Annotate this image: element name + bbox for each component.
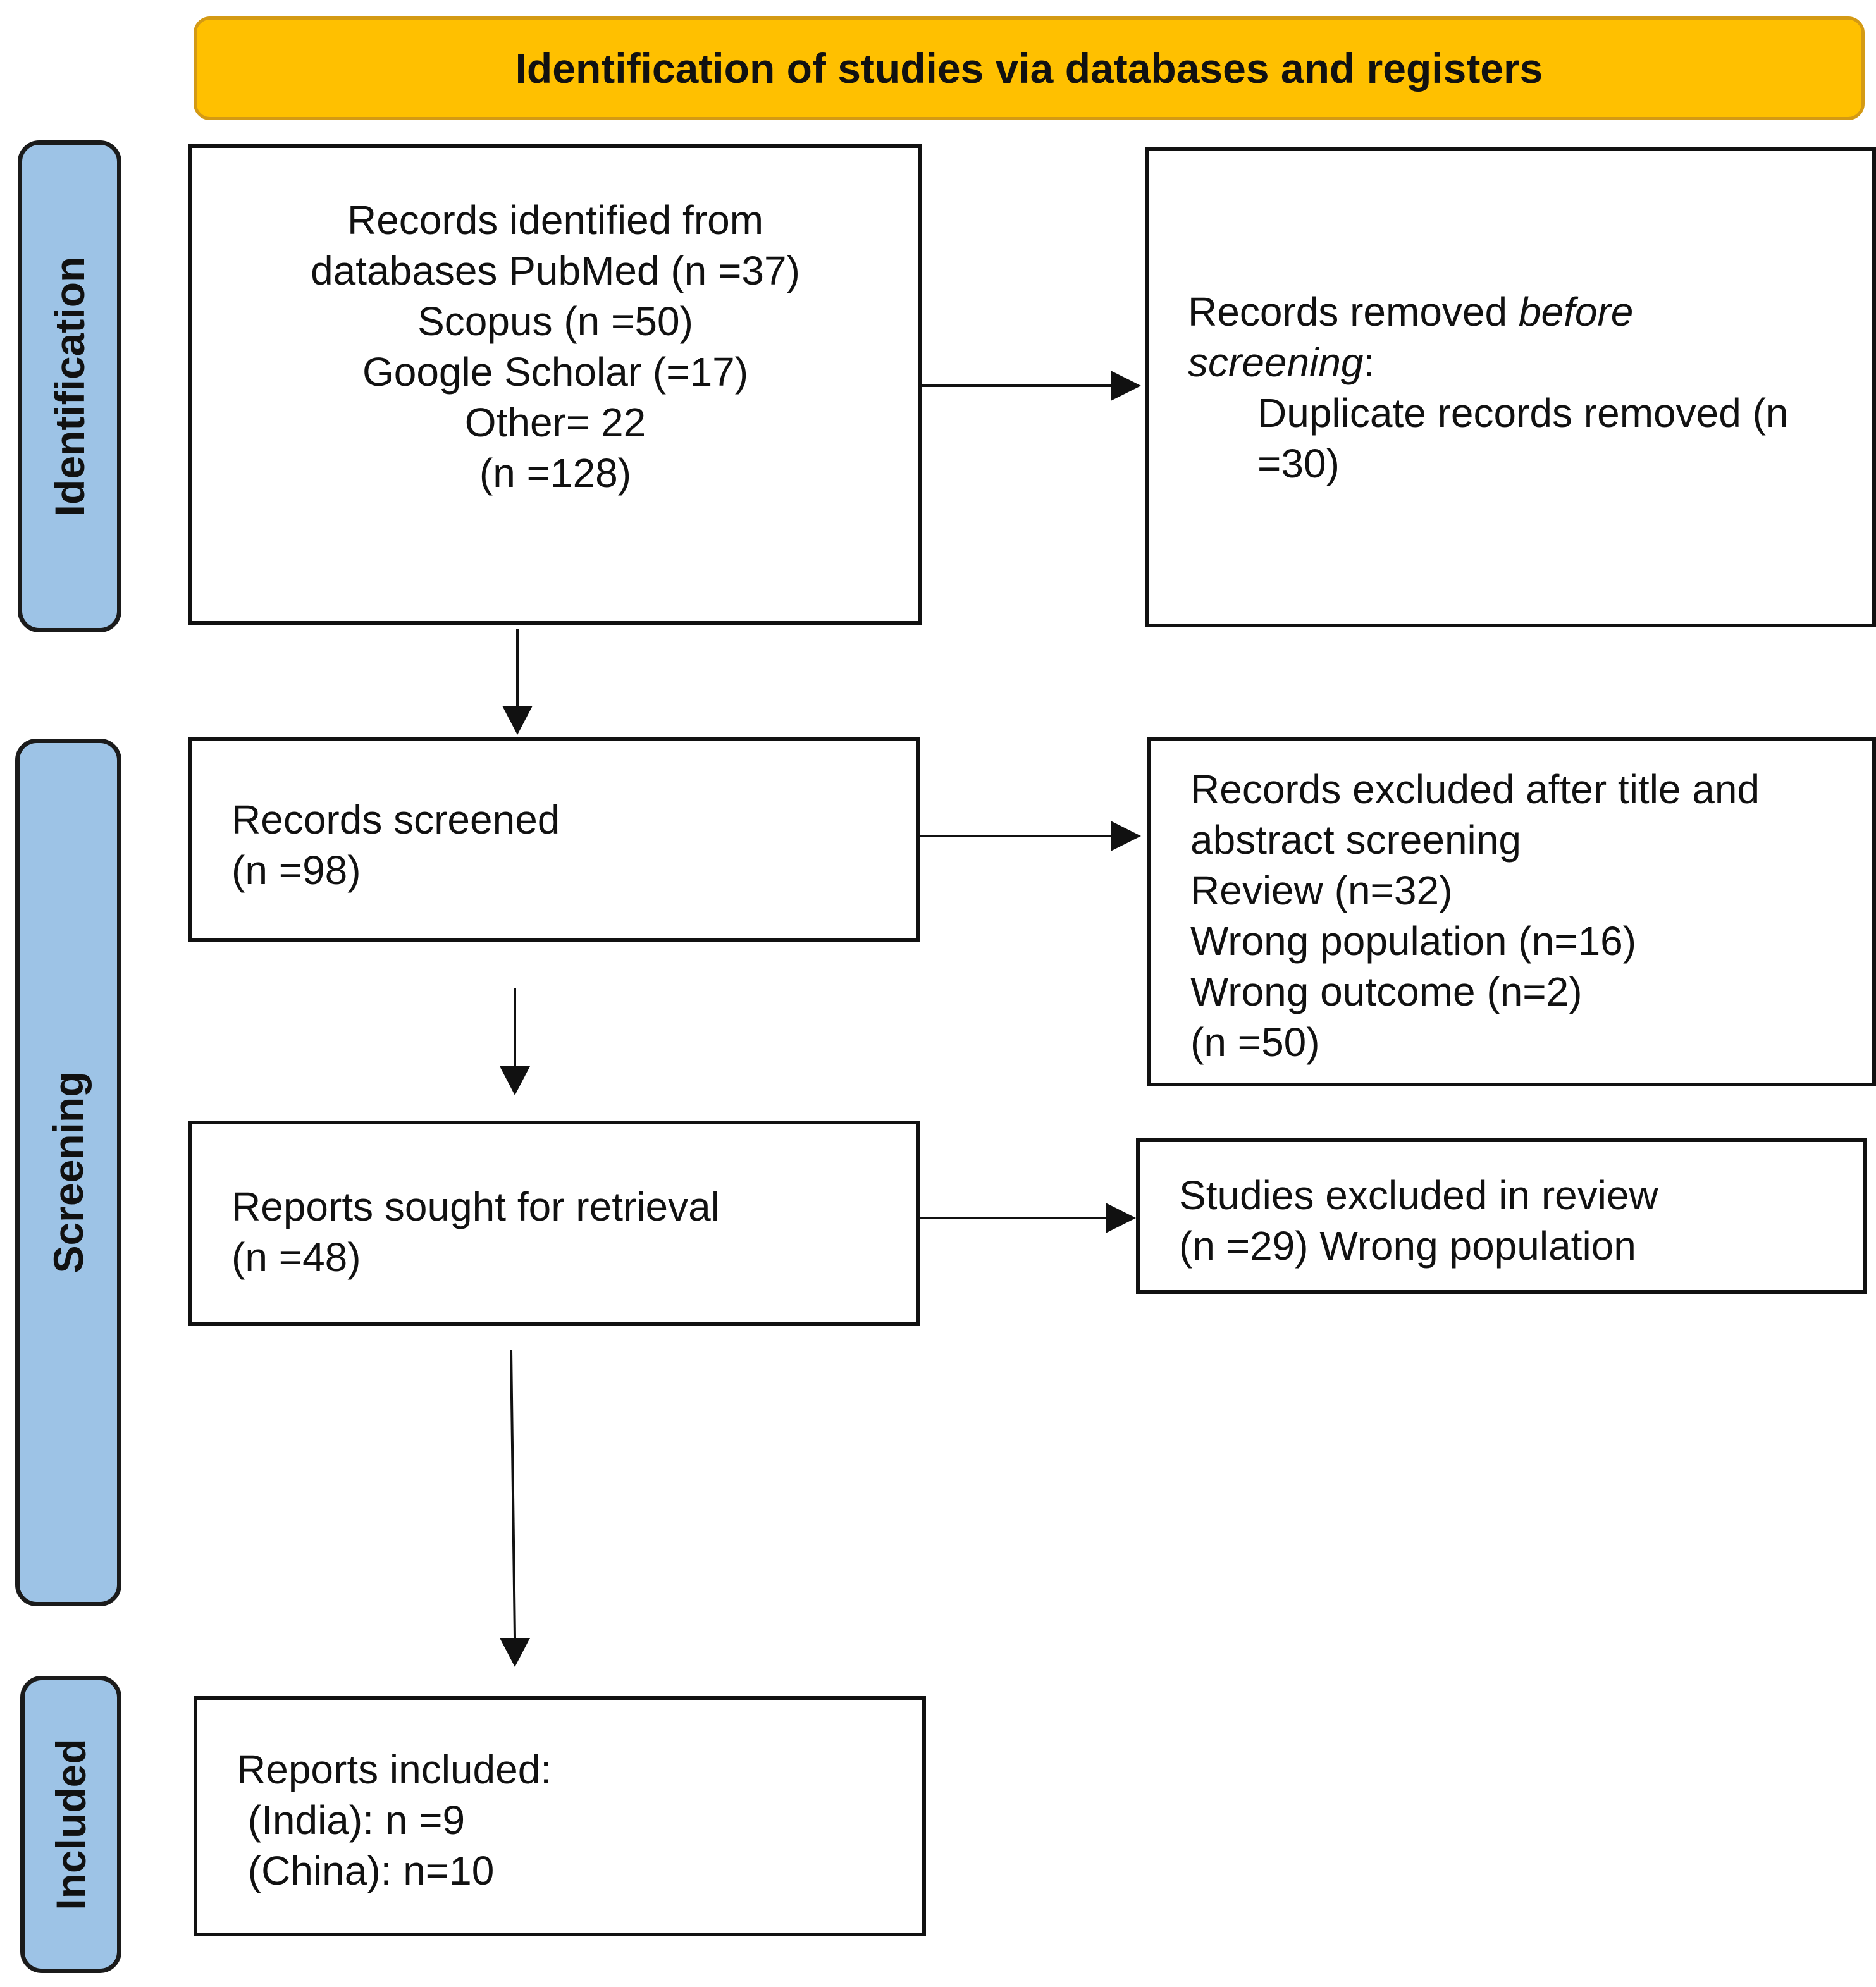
records-identified-line: Google Scholar (=17) xyxy=(362,349,749,395)
records-identified-line: Scopus (n =50) xyxy=(417,298,693,344)
stage-identification-label: Identification xyxy=(46,256,93,517)
reports-included-line: Reports included: xyxy=(237,1747,552,1792)
records-excluded-box: Records excluded after title and abstrac… xyxy=(1147,737,1876,1086)
arrow-identified-to-screened xyxy=(502,629,533,735)
records-identified-line: (n =128) xyxy=(479,450,632,496)
studies-excluded-line: (n =29) Wrong population xyxy=(1179,1223,1636,1269)
records-excluded-line: abstract screening xyxy=(1190,817,1521,863)
records-removed-line-3: Duplicate records removed (n xyxy=(1257,390,1789,436)
reports-included-box: Reports included: (India): n =9 (China):… xyxy=(194,1696,926,1936)
reports-included-line: (India): n =9 xyxy=(237,1797,466,1843)
records-removed-line-1: Records removed before xyxy=(1188,289,1634,335)
records-identified-line: databases PubMed (n =37) xyxy=(311,248,800,293)
records-identified-line: Records identified from xyxy=(347,197,764,243)
header-banner: Identification of studies via databases … xyxy=(194,16,1865,120)
records-excluded-line: Review (n=32) xyxy=(1190,868,1453,913)
stage-screening: Screening xyxy=(15,739,121,1606)
reports-sought-box: Reports sought for retrieval (n =48) xyxy=(188,1121,920,1326)
records-screened-line: Records screened xyxy=(231,797,560,842)
arrow-sought-to-studies-excluded xyxy=(920,1203,1136,1233)
records-screened-box: Records screened (n =98) xyxy=(188,737,920,942)
arrow-identified-to-removed xyxy=(922,371,1141,401)
records-excluded-line: Wrong population (n=16) xyxy=(1190,918,1637,964)
records-removed-line-4: =30) xyxy=(1257,441,1340,486)
arrow-sought-to-included xyxy=(500,1349,530,1667)
arrow-screened-to-excluded xyxy=(920,821,1141,851)
header-title: Identification of studies via databases … xyxy=(515,45,1543,92)
stage-identification: Identification xyxy=(18,140,121,632)
studies-excluded-line: Studies excluded in review xyxy=(1179,1172,1658,1218)
records-identified-line: Other= 22 xyxy=(464,400,646,445)
reports-sought-line: (n =48) xyxy=(231,1234,361,1280)
stage-screening-label: Screening xyxy=(45,1071,92,1274)
records-excluded-line: (n =50) xyxy=(1190,1019,1320,1065)
records-removed-box: Records removed before screening: Duplic… xyxy=(1145,147,1876,627)
records-identified-box: Records identified from databases PubMed… xyxy=(188,144,922,625)
studies-excluded-box: Studies excluded in review (n =29) Wrong… xyxy=(1136,1138,1867,1294)
stage-included-label: Included xyxy=(47,1738,94,1910)
records-excluded-line: Records excluded after title and xyxy=(1190,766,1760,812)
stage-included: Included xyxy=(20,1676,121,1973)
records-excluded-line: Wrong outcome (n=2) xyxy=(1190,969,1583,1014)
records-removed-line-2: screening: xyxy=(1188,340,1375,385)
arrow-screened-to-sought xyxy=(500,988,530,1095)
reports-sought-line: Reports sought for retrieval xyxy=(231,1184,720,1229)
reports-included-line: (China): n=10 xyxy=(237,1848,495,1893)
records-screened-line: (n =98) xyxy=(231,847,361,893)
